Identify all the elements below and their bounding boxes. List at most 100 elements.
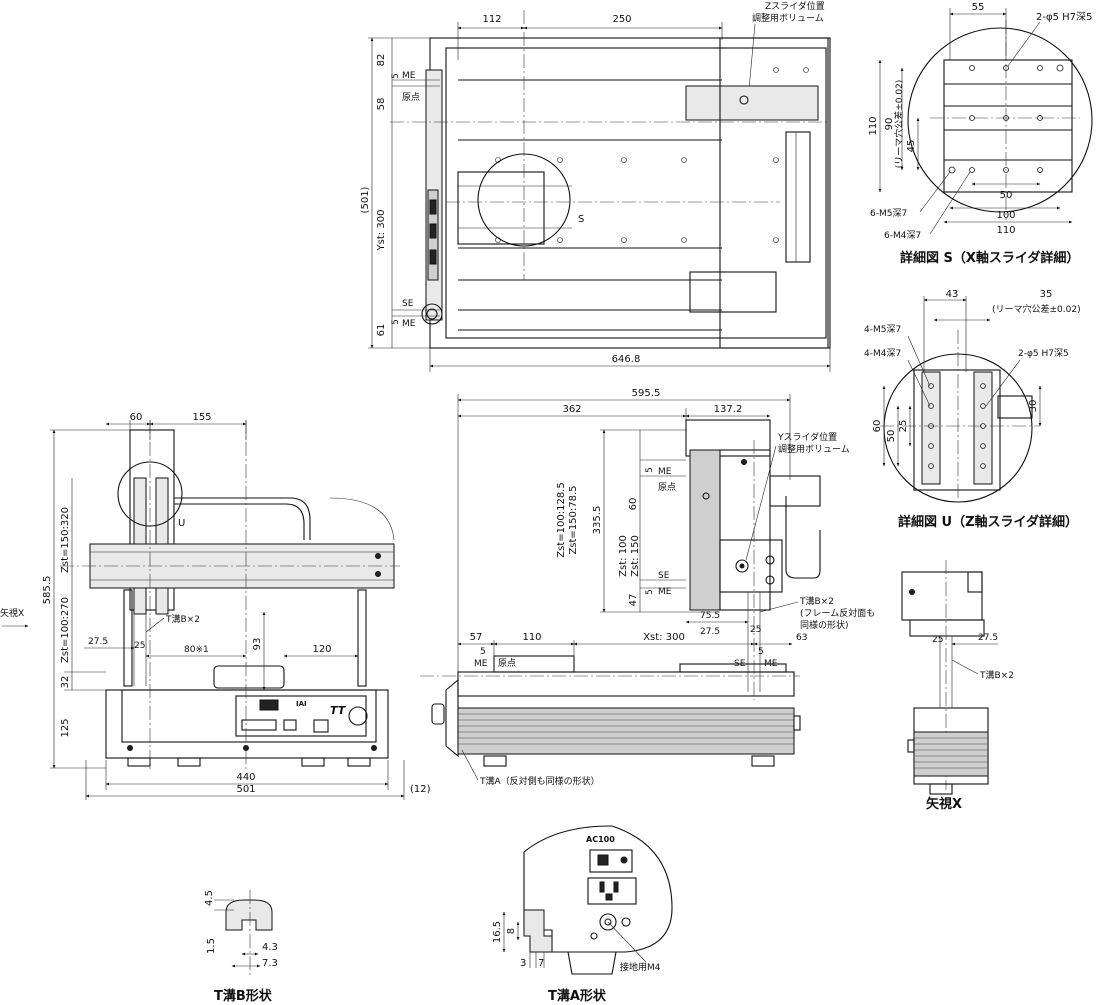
ta-dim-165: 16.5 xyxy=(492,921,503,943)
fv-tslot: T溝B×2 xyxy=(165,613,200,625)
sv-origin-1: 原点 xyxy=(658,482,676,493)
front-view: 60 155 U IAI TT xyxy=(0,412,431,800)
s-dim-110: 110 xyxy=(868,116,879,135)
sv-me-2: ME xyxy=(658,587,672,597)
fv-dim-93: 93 xyxy=(252,638,263,651)
detail-u: 43 35 (リーマ穴公差±0.02) 4-M5深7 4-M4深7 2-φ5 H… xyxy=(864,289,1081,530)
fv-dim-25: 25 xyxy=(134,641,145,651)
fv-dim-440: 440 xyxy=(236,772,255,783)
ax-dim-27: 27.5 xyxy=(978,633,998,643)
me-2: ME xyxy=(402,319,416,329)
fv-dim-32: 32 xyxy=(60,676,71,689)
fv-dim-60: 60 xyxy=(130,412,143,423)
u-m5: 4-M5深7 xyxy=(864,324,901,335)
sv-dim-57: 57 xyxy=(470,632,483,643)
zvol-note-1: Zスライダ位置 xyxy=(765,0,825,12)
s-m5: 6-M5深7 xyxy=(870,208,907,219)
fv-dim-125: 125 xyxy=(60,718,71,737)
sv-dim-63: 63 xyxy=(796,633,807,643)
fv-dim-585: 585.5 xyxy=(42,576,53,605)
s-dim-90: 90 xyxy=(884,118,895,131)
s-tol: (リーマ穴公差±0.02) xyxy=(893,80,905,169)
dim-82: 82 xyxy=(376,54,387,67)
sv-me-4: ME xyxy=(764,659,778,669)
caption-arrow-x: 矢視X xyxy=(926,796,962,812)
sv-zst-a: Zst=100:128.5 xyxy=(556,482,567,557)
sv-dim-5a: 5 xyxy=(645,467,655,473)
caption-tslot-a: T溝A形状 xyxy=(548,988,607,1004)
sv-dim-595: 595.5 xyxy=(632,388,661,399)
fv-label-u: U xyxy=(178,518,185,529)
sv-dim-137: 137.2 xyxy=(714,404,743,415)
yvol-note-2: 調整用ボリューム xyxy=(778,443,850,455)
tslot-b-profile: 4.5 1.5 4.3 7.3 T溝B形状 xyxy=(204,890,278,1004)
label-s: S xyxy=(578,214,584,225)
tslot-a-profile: AC100 16.5 8 3 7 接地用M4 T溝A形状 xyxy=(492,825,673,1004)
u-dim-43: 43 xyxy=(946,289,959,300)
u-dim-50: 50 xyxy=(886,430,897,443)
caption-tslot-b: T溝B形状 xyxy=(214,988,273,1004)
sv-dim-110: 110 xyxy=(522,632,541,643)
fv-dim-501: 501 xyxy=(236,784,255,795)
sv-dim-5c: 5 xyxy=(480,647,486,657)
yvol-note-1: Yスライダ位置 xyxy=(777,431,837,443)
sv-tslot-b-1: T溝B×2 xyxy=(799,595,834,607)
s-dim-55: 55 xyxy=(972,2,985,13)
sv-me-1: ME xyxy=(658,467,672,477)
sv-tslot-b-3: 同様の形状) xyxy=(800,619,849,631)
top-view: 112 250 Zスライダ位置 調整用ボリューム S xyxy=(360,0,831,372)
sv-me-3: ME xyxy=(474,659,488,669)
sv-dim-60: 60 xyxy=(628,498,639,511)
s-dim-100: 100 xyxy=(996,210,1015,221)
side-view: 595.5 362 137.2 xyxy=(420,388,875,787)
fv-zst2: Zst=100:270 xyxy=(60,597,71,663)
fv-dim-12: (12) xyxy=(410,784,431,795)
ax-tslot: T溝B×2 xyxy=(979,669,1014,681)
sv-zst-b: Zst=150:78.5 xyxy=(568,485,579,554)
u-dim-35: 35 xyxy=(1040,289,1053,300)
sv-tslot-b-2: (フレーム反対面も xyxy=(800,607,875,619)
ta-dim-3: 3 xyxy=(520,958,526,969)
ta-model: AC100 xyxy=(586,835,615,844)
dim-5a: 5 xyxy=(391,73,401,79)
ta-ground: 接地用M4 xyxy=(620,961,661,973)
sv-se-2: SE xyxy=(734,659,746,669)
arrow-view-x: 25 27.5 T溝B×2 矢視X xyxy=(901,560,1014,812)
ta-dim-8: 8 xyxy=(506,928,517,934)
u-hole: 2-φ5 H7深5 xyxy=(1018,348,1069,359)
sv-zst-d: Zst: 150 xyxy=(630,535,641,577)
dim-58: 58 xyxy=(376,98,387,111)
u-dim-60: 60 xyxy=(872,420,883,433)
tb-dim-43: 4.3 xyxy=(262,942,278,953)
s-dim-110w: 110 xyxy=(996,225,1015,236)
dim-112: 112 xyxy=(482,14,501,25)
fv-zst1: Zst=150:320 xyxy=(60,507,71,573)
u-tol: (リーマ穴公差±0.02) xyxy=(992,303,1081,315)
sv-dim-27: 27.5 xyxy=(700,627,720,637)
u-m4: 4-M4深7 xyxy=(864,348,901,359)
dim-250: 250 xyxy=(612,14,631,25)
fv-brand: TT xyxy=(330,704,347,717)
dim-501-total: (501) xyxy=(360,186,371,213)
s-hole: 2-φ5 H7深5 xyxy=(1036,11,1092,23)
sv-dim-362: 362 xyxy=(562,404,581,415)
u-dim-30: 30 xyxy=(1028,400,1039,413)
tb-dim-73: 7.3 xyxy=(262,958,278,969)
sv-tslot-a: T溝A（反対側も同様の形状） xyxy=(479,775,600,787)
sv-xst: Xst: 300 xyxy=(643,632,685,643)
ta-dim-7: 7 xyxy=(538,958,544,969)
caption-detail-u: 詳細図 U（Z軸スライダ詳細） xyxy=(898,514,1078,530)
dim-61: 61 xyxy=(376,324,387,337)
dim-646: 646.8 xyxy=(612,354,641,365)
caption-detail-s: 詳細図 S（X軸スライダ詳細） xyxy=(900,250,1079,266)
se-1: SE xyxy=(402,299,414,309)
detail-s: 55 2-φ5 H7深5 110 90 (リーマ穴公差±0.02) 45 50 … xyxy=(868,2,1093,266)
sv-dim-75: 75.5 xyxy=(700,611,720,621)
fv-brand-small: IAI xyxy=(296,700,307,708)
fv-arrow-label: 矢視X xyxy=(0,607,24,619)
sv-se-1: SE xyxy=(658,571,670,581)
sv-zst-c: Zst: 100 xyxy=(618,535,629,577)
sv-dim-5d: 5 xyxy=(758,647,764,657)
dim-5b: 5 xyxy=(391,319,401,325)
